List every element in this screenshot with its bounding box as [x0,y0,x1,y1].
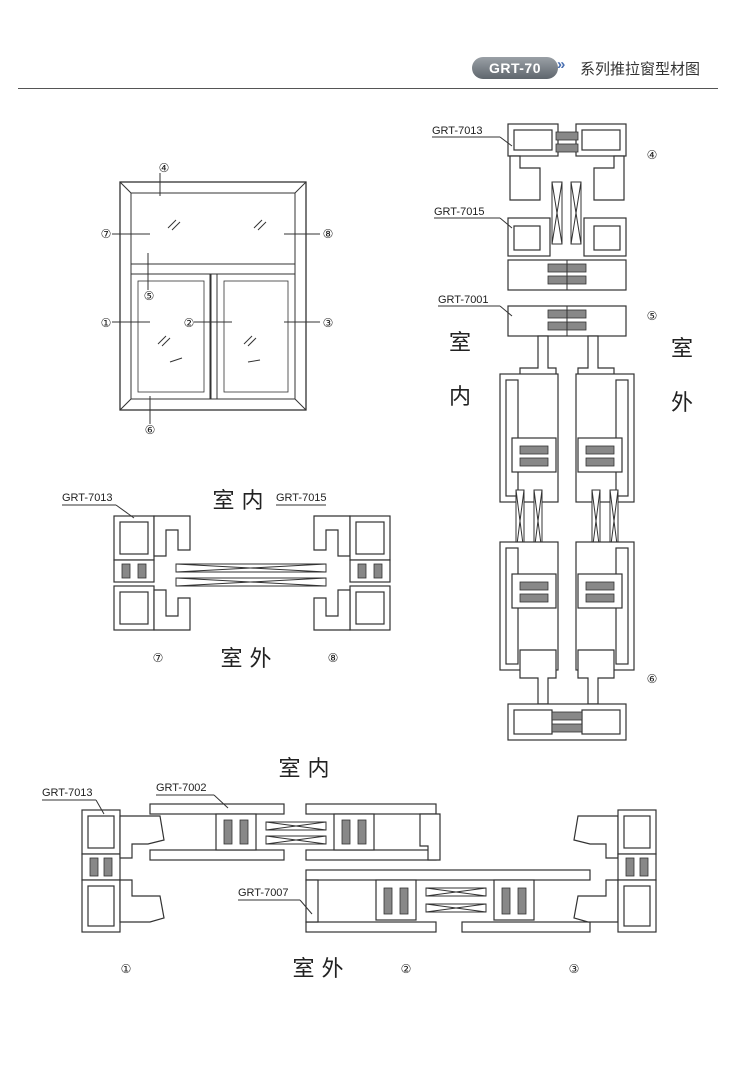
label-grt-7007: GRT-7007 [238,887,289,899]
marker-5: ⑤ [647,309,658,323]
page-header: GRT-70 » 系列推拉窗型材图 [0,0,737,95]
marker-2: ② [184,316,195,330]
label-indoor-1: 室 [449,331,471,356]
label-grt-7015: GRT-7015 [434,206,485,218]
label-outdoor: 室 外 [293,957,344,982]
bottom-section-labels: 室 内 室 外 GRT-7013 GRT-7002 GRT-7007 ① ② ③ [42,757,579,982]
label-outdoor-2: 外 [671,391,693,416]
marker-2: ② [401,962,412,976]
marker-7: ⑦ [101,227,112,241]
marker-4: ④ [647,148,658,162]
marker-6: ⑥ [145,423,156,437]
series-badge: GRT-70 [472,57,558,79]
label-outdoor-1: 室 [671,337,693,362]
marker-6: ⑥ [647,672,658,686]
marker-8: ⑧ [323,227,334,241]
label-outdoor: 室 外 [221,647,272,672]
vertical-section [432,123,635,741]
marker-3: ③ [569,962,580,976]
label-grt-7015: GRT-7015 [276,492,327,504]
marker-7: ⑦ [153,651,164,665]
label-indoor: 室 内 [279,757,330,782]
marker-5: ⑤ [144,289,155,303]
window-elevation [112,173,320,424]
label-indoor-2: 内 [449,385,471,410]
page-title: 系列推拉窗型材图 [580,60,701,78]
label-grt-7001: GRT-7001 [438,294,489,306]
label-indoor: 室 内 [213,489,264,514]
chevron-right-icon: » [557,56,566,73]
marker-3: ③ [323,316,334,330]
elevation-markers: ④ ⑦ ⑧ ⑤ ① ② ③ ⑥ [101,161,334,437]
label-grt-7002: GRT-7002 [156,782,207,794]
mid-section-labels: GRT-7013 GRT-7015 室 内 室 外 ⑦ ⑧ [62,489,338,672]
label-grt-7013: GRT-7013 [42,787,93,799]
label-grt-7013: GRT-7013 [432,125,483,137]
label-grt-7013: GRT-7013 [62,492,113,504]
marker-4: ④ [159,161,170,175]
header-divider [18,88,718,89]
mid-section [62,504,391,631]
bottom-section [42,794,657,933]
marker-1: ① [101,316,112,330]
vertical-section-labels: GRT-7013 GRT-7015 GRT-7001 ④ ⑤ ⑥ 室 内 室 外 [432,125,693,686]
marker-1: ① [121,962,132,976]
marker-8: ⑧ [328,651,339,665]
